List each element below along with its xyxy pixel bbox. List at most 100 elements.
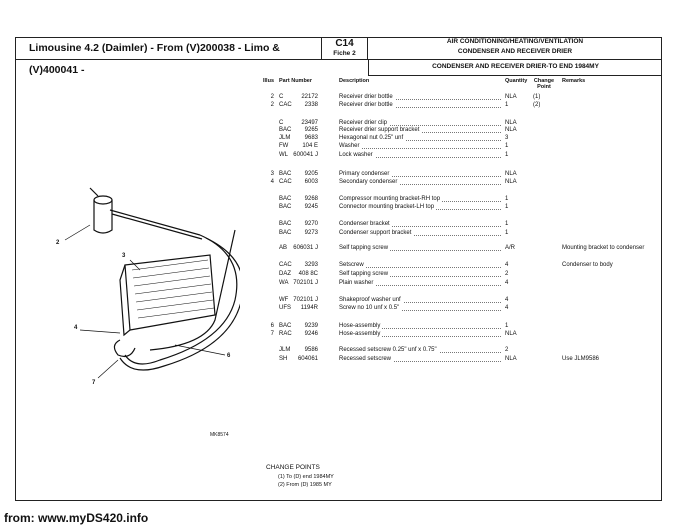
cell-remarks: Mounting bracket to condenser <box>562 245 645 251</box>
cell-prefix: BAC <box>279 323 292 329</box>
cell-number: 9246 <box>304 331 318 337</box>
subsection-title: CONDENSER AND RECEIVER DRIER-TO END 1984… <box>368 59 662 76</box>
cell-number: 104 E <box>302 143 318 149</box>
cell-change: (1) <box>533 94 541 100</box>
cell-description: Condenser support bracket <box>339 229 414 237</box>
cell-prefix: WA <box>279 280 289 286</box>
cell-number: 22172 <box>301 94 318 100</box>
leader-dots <box>339 220 501 227</box>
cell-qty: NLA <box>505 331 517 337</box>
cell-number: 9205 <box>304 171 318 177</box>
cell-number: 3293 <box>304 262 318 268</box>
diagram-label-4: 4 <box>74 325 78 331</box>
cell-qty: NLA <box>505 171 517 177</box>
leader-dots <box>339 93 501 100</box>
cell-prefix: BAC <box>279 204 292 210</box>
cell-qty: NLA <box>505 94 517 100</box>
fiche-code: C14 Fiche 2 <box>322 37 368 59</box>
cell-qty: NLA <box>505 120 517 126</box>
diagram-label-7: 7 <box>92 380 96 386</box>
col-quantity: Quantity <box>505 78 528 84</box>
fiche-number: Fiche 2 <box>333 50 356 57</box>
cell-description: Hose-assembly <box>339 322 383 330</box>
cell-description: Lock washer <box>339 151 375 159</box>
leader-dots <box>339 330 501 337</box>
col-description: Description <box>339 78 370 84</box>
cell-qty: 1 <box>505 102 509 108</box>
cell-description: Condenser bracket <box>339 220 392 228</box>
cell-prefix: DAZ <box>279 271 291 277</box>
cell-qty: 1 <box>505 204 509 210</box>
cell-description: Compressor mounting bracket-RH top <box>339 195 443 203</box>
cell-prefix: FW <box>279 143 289 149</box>
cell-prefix: C <box>279 94 284 100</box>
cell-qty: 1 <box>505 230 509 236</box>
cell-description: Receiver drier clip <box>339 119 390 127</box>
cell-number: 606031 J <box>293 245 318 251</box>
leader-dots <box>339 134 501 141</box>
cell-qty: NLA <box>505 179 517 185</box>
cell-prefix: WF <box>279 297 289 303</box>
leader-dots <box>339 119 501 126</box>
col-part-number: Part Number <box>279 78 313 84</box>
cell-number: 604061 <box>297 356 318 362</box>
cell-prefix: CAC <box>279 262 292 268</box>
diagram-label-6: 6 <box>227 353 231 359</box>
cell-prefix: SH <box>279 356 288 362</box>
cell-number: 9268 <box>304 196 318 202</box>
cell-description: Recessed setscrew 0.25" unf x 0.75" <box>339 346 439 354</box>
leader-dots <box>339 244 501 251</box>
col-change-point: Change Point <box>533 78 555 90</box>
cell-number: 702101 J <box>293 280 318 286</box>
cell-remarks: Condenser to body <box>562 262 613 268</box>
leader-dots <box>339 178 501 185</box>
leader-dots <box>339 355 501 362</box>
col-remarks: Remarks <box>562 78 586 84</box>
cell-prefix: BAC <box>279 196 292 202</box>
cell-qty: 4 <box>505 280 509 286</box>
leader-dots <box>339 170 501 177</box>
cell-qty: 4 <box>505 305 509 311</box>
cell-description: Primary condenser <box>339 170 392 178</box>
cell-remarks: Use JLM9586 <box>562 356 600 362</box>
leader-dots <box>339 304 501 311</box>
leader-dots <box>339 101 501 108</box>
cell-qty: 1 <box>505 152 509 158</box>
cell-qty: 1 <box>505 323 509 329</box>
change-point-1: (1) To (D) end 1984MY <box>278 474 334 480</box>
group-name: AIR CONDITIONING/HEATING/VENTILATION <box>446 38 584 45</box>
cell-number: 9683 <box>304 135 318 141</box>
cell-prefix: BAC <box>279 230 292 236</box>
cell-number: 6003 <box>304 179 318 185</box>
cell-illus: 4 <box>270 179 274 185</box>
diagram-label-3: 3 <box>122 253 126 259</box>
leader-dots <box>339 229 501 236</box>
change-point-2: (2) From (D) 1985 MY <box>278 482 332 488</box>
cell-description: Hose-assembly <box>339 330 383 338</box>
cell-number: 2338 <box>304 102 318 108</box>
cell-number: 9586 <box>304 347 318 353</box>
cell-illus: 6 <box>270 323 274 329</box>
cell-illus: 7 <box>270 331 274 337</box>
cell-number: 9245 <box>304 204 318 210</box>
cell-qty: A/R <box>505 245 516 251</box>
cell-prefix: CAC <box>279 179 292 185</box>
cell-description: Receiver drier bottle <box>339 101 395 109</box>
col-illus: Illus <box>263 78 275 84</box>
cell-prefix: BAC <box>279 171 292 177</box>
cell-prefix: JLM <box>279 347 291 353</box>
cell-description: Plain washer <box>339 279 376 287</box>
cell-description: Receiver drier bottle <box>339 93 395 101</box>
cell-description: Hexagonal nut 0.25" unf <box>339 134 406 142</box>
group-title: AIR CONDITIONING/HEATING/VENTILATION CON… <box>368 37 662 59</box>
cell-prefix: BAC <box>279 221 292 227</box>
cell-number: 9273 <box>304 230 318 236</box>
cell-prefix: UFS <box>279 305 291 311</box>
cell-number: 600041 J <box>293 152 318 158</box>
cell-description: Recessed setscrew <box>339 355 394 363</box>
cell-qty: 2 <box>505 271 509 277</box>
cell-description: Setscrew <box>339 261 366 269</box>
cell-qty: 4 <box>505 297 509 303</box>
cell-qty: 1 <box>505 221 509 227</box>
cell-illus: 2 <box>270 102 274 108</box>
